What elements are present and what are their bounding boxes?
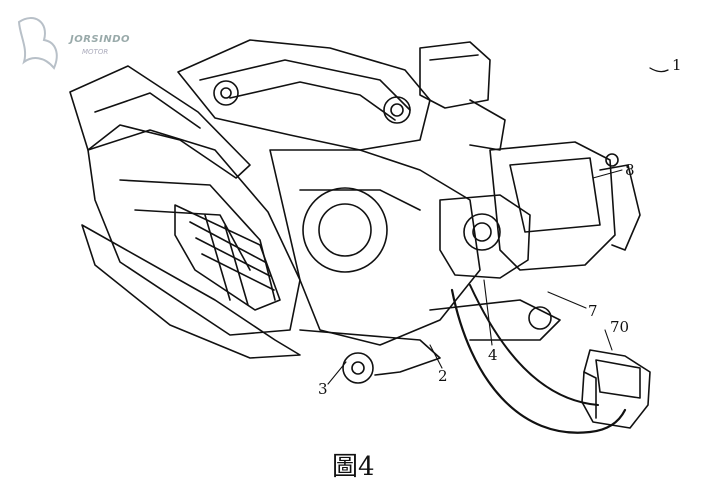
watermark-brand: JORSINDO (70, 34, 131, 45)
part-label-3: 3 (318, 380, 328, 398)
radiator-grid (174, 204, 281, 311)
connector-70 (581, 349, 651, 429)
part-label-70: 70 (610, 318, 630, 336)
part-label-8: 8 (625, 161, 635, 179)
injector-connector (419, 41, 491, 109)
wire-harness (450, 288, 627, 434)
figure-ref-label: 1 (672, 56, 682, 74)
throttle-body (439, 194, 531, 279)
control-unit (489, 141, 616, 271)
front-bracket (69, 65, 251, 179)
cylinder-head (177, 39, 431, 151)
left-housing (87, 129, 301, 336)
pivot-bolt (342, 352, 374, 384)
watermark-logo: JORSINDO MOTOR (14, 12, 130, 82)
watermark-bird-icon (17, 17, 58, 70)
watermark-sub: MOTOR (82, 48, 109, 56)
part-label-4: 4 (488, 346, 498, 364)
part-label-7: 7 (588, 302, 598, 320)
figure-caption: 圖4 (332, 452, 375, 482)
crankcase (269, 149, 481, 346)
lower-shroud (81, 224, 301, 359)
part-label-2: 2 (438, 367, 448, 385)
